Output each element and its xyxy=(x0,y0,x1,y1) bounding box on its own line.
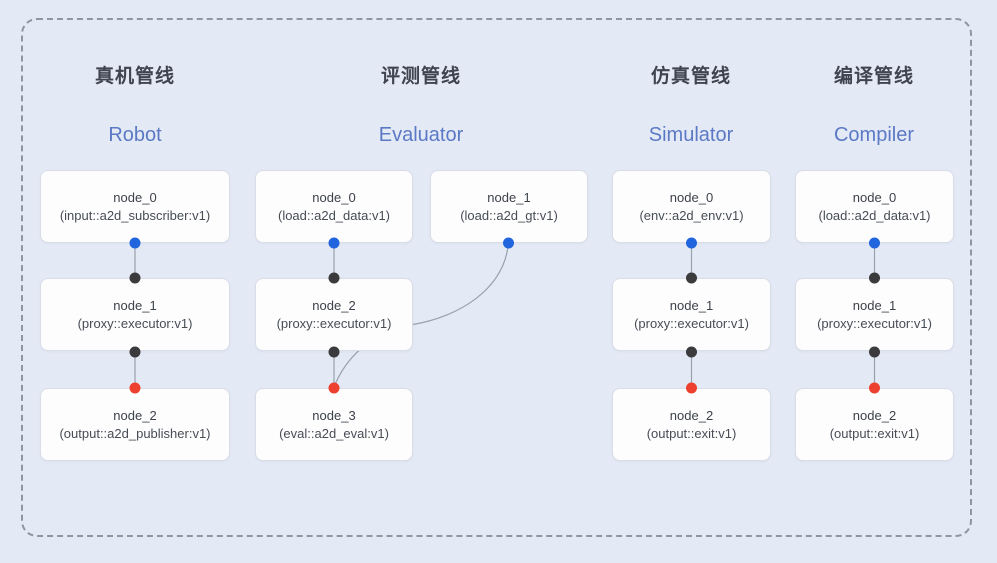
simulator-node-2: node_2 (output::exit:v1) xyxy=(612,388,771,461)
simulator-node-1: node_1 (proxy::executor:v1) xyxy=(612,278,771,351)
node-name: node_2 xyxy=(312,298,356,313)
node-name: node_1 xyxy=(113,298,157,313)
pipeline-zh-title-simulator: 仿真管线 xyxy=(650,66,732,87)
robot-node-0: node_0 (input::a2d_subscriber:v1) xyxy=(40,170,230,243)
node-name: node_1 xyxy=(669,298,714,313)
node-type: (output::exit:v1) xyxy=(646,426,737,441)
node-type: (load::a2d_data:v1) xyxy=(277,208,391,223)
compiler-node-2: node_2 (output::exit:v1) xyxy=(795,388,954,461)
compiler-node-1: node_1 (proxy::executor:v1) xyxy=(795,278,954,351)
node-name: node_2 xyxy=(669,408,714,423)
evaluator-node-0: node_0 (load::a2d_data:v1) xyxy=(255,170,413,243)
node-type: (output::a2d_publisher:v1) xyxy=(59,426,211,441)
pipeline-en-title-simulator: Simulator xyxy=(648,124,734,146)
node-type: (proxy::executor:v1) xyxy=(276,316,392,331)
node-name: node_2 xyxy=(113,408,157,423)
node-name: node_1 xyxy=(852,298,897,313)
node-name: node_1 xyxy=(487,190,531,205)
node-type: (env::a2d_env:v1) xyxy=(639,208,744,223)
node-name: node_0 xyxy=(113,190,157,205)
node-type: (output::exit:v1) xyxy=(829,426,920,441)
simulator-node-0: node_0 (env::a2d_env:v1) xyxy=(612,170,771,243)
node-type: (load::a2d_gt:v1) xyxy=(460,208,558,223)
pipeline-en-title-robot: Robot xyxy=(108,124,162,146)
pipeline-en-title-evaluator: Evaluator xyxy=(378,124,464,146)
evaluator-node-1: node_1 (load::a2d_gt:v1) xyxy=(430,170,588,243)
node-type: (proxy::executor:v1) xyxy=(77,316,193,331)
node-type: (proxy::executor:v1) xyxy=(817,316,932,331)
pipeline-zh-title-robot: 真机管线 xyxy=(94,66,176,87)
node-name: node_0 xyxy=(312,190,356,205)
node-name: node_2 xyxy=(852,408,897,423)
node-type: (input::a2d_subscriber:v1) xyxy=(59,208,211,223)
node-name: node_0 xyxy=(669,190,714,205)
evaluator-node-2: node_2 (proxy::executor:v1) xyxy=(255,278,413,351)
pipeline-zh-title-compiler: 编译管线 xyxy=(833,66,915,87)
dashed-frame xyxy=(21,18,972,537)
node-name: node_0 xyxy=(852,190,897,205)
node-type: (eval::a2d_eval:v1) xyxy=(279,426,389,441)
pipeline-zh-title-evaluator: 评测管线 xyxy=(380,66,462,87)
pipeline-en-title-compiler: Compiler xyxy=(833,124,915,146)
node-type: (proxy::executor:v1) xyxy=(634,316,749,331)
robot-node-1: node_1 (proxy::executor:v1) xyxy=(40,278,230,351)
compiler-node-0: node_0 (load::a2d_data:v1) xyxy=(795,170,954,243)
node-name: node_3 xyxy=(312,408,356,423)
node-type: (load::a2d_data:v1) xyxy=(818,208,931,223)
evaluator-node-3: node_3 (eval::a2d_eval:v1) xyxy=(255,388,413,461)
robot-node-2: node_2 (output::a2d_publisher:v1) xyxy=(40,388,230,461)
